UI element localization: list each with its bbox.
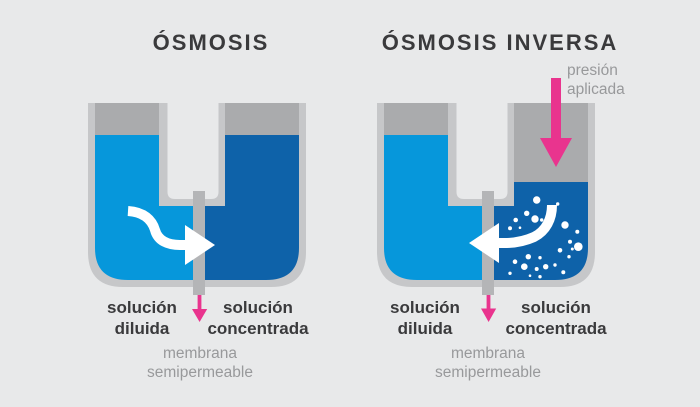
right-dilute-label: solución diluida xyxy=(390,298,460,338)
right-arm-air xyxy=(225,103,299,135)
right-membrane-label: membrana semipermeable xyxy=(435,345,541,381)
left-membrane-label: membrana semipermeable xyxy=(147,345,253,381)
dilute-solution-liquid xyxy=(384,135,482,280)
membrane-pointer-arrow-icon xyxy=(192,295,208,322)
solute-particles xyxy=(508,196,583,279)
left-concentrated-label: solución concentrada xyxy=(207,298,309,338)
concentrated-solution-liquid xyxy=(205,135,299,280)
right-u-tube xyxy=(377,78,595,322)
flow-arrow-icon xyxy=(127,206,215,265)
right-panel-title: ÓSMOSIS INVERSA xyxy=(381,30,619,55)
u-tube-gap xyxy=(167,103,219,199)
flow-arrow-icon xyxy=(469,204,557,263)
left-panel-title: ÓSMOSIS xyxy=(152,30,270,55)
u-tube-gap xyxy=(456,103,508,199)
applied-pressure-label: presión aplicada xyxy=(567,62,625,98)
left-dilute-label: solución diluida xyxy=(107,298,177,338)
left-u-tube xyxy=(88,103,306,322)
left-arm-air xyxy=(384,103,448,135)
membrane-pointer-arrow-icon xyxy=(481,295,497,322)
left-arm-air xyxy=(95,103,159,135)
applied-pressure-arrow-icon xyxy=(540,78,572,167)
right-concentrated-label: solución concentrada xyxy=(505,298,607,338)
